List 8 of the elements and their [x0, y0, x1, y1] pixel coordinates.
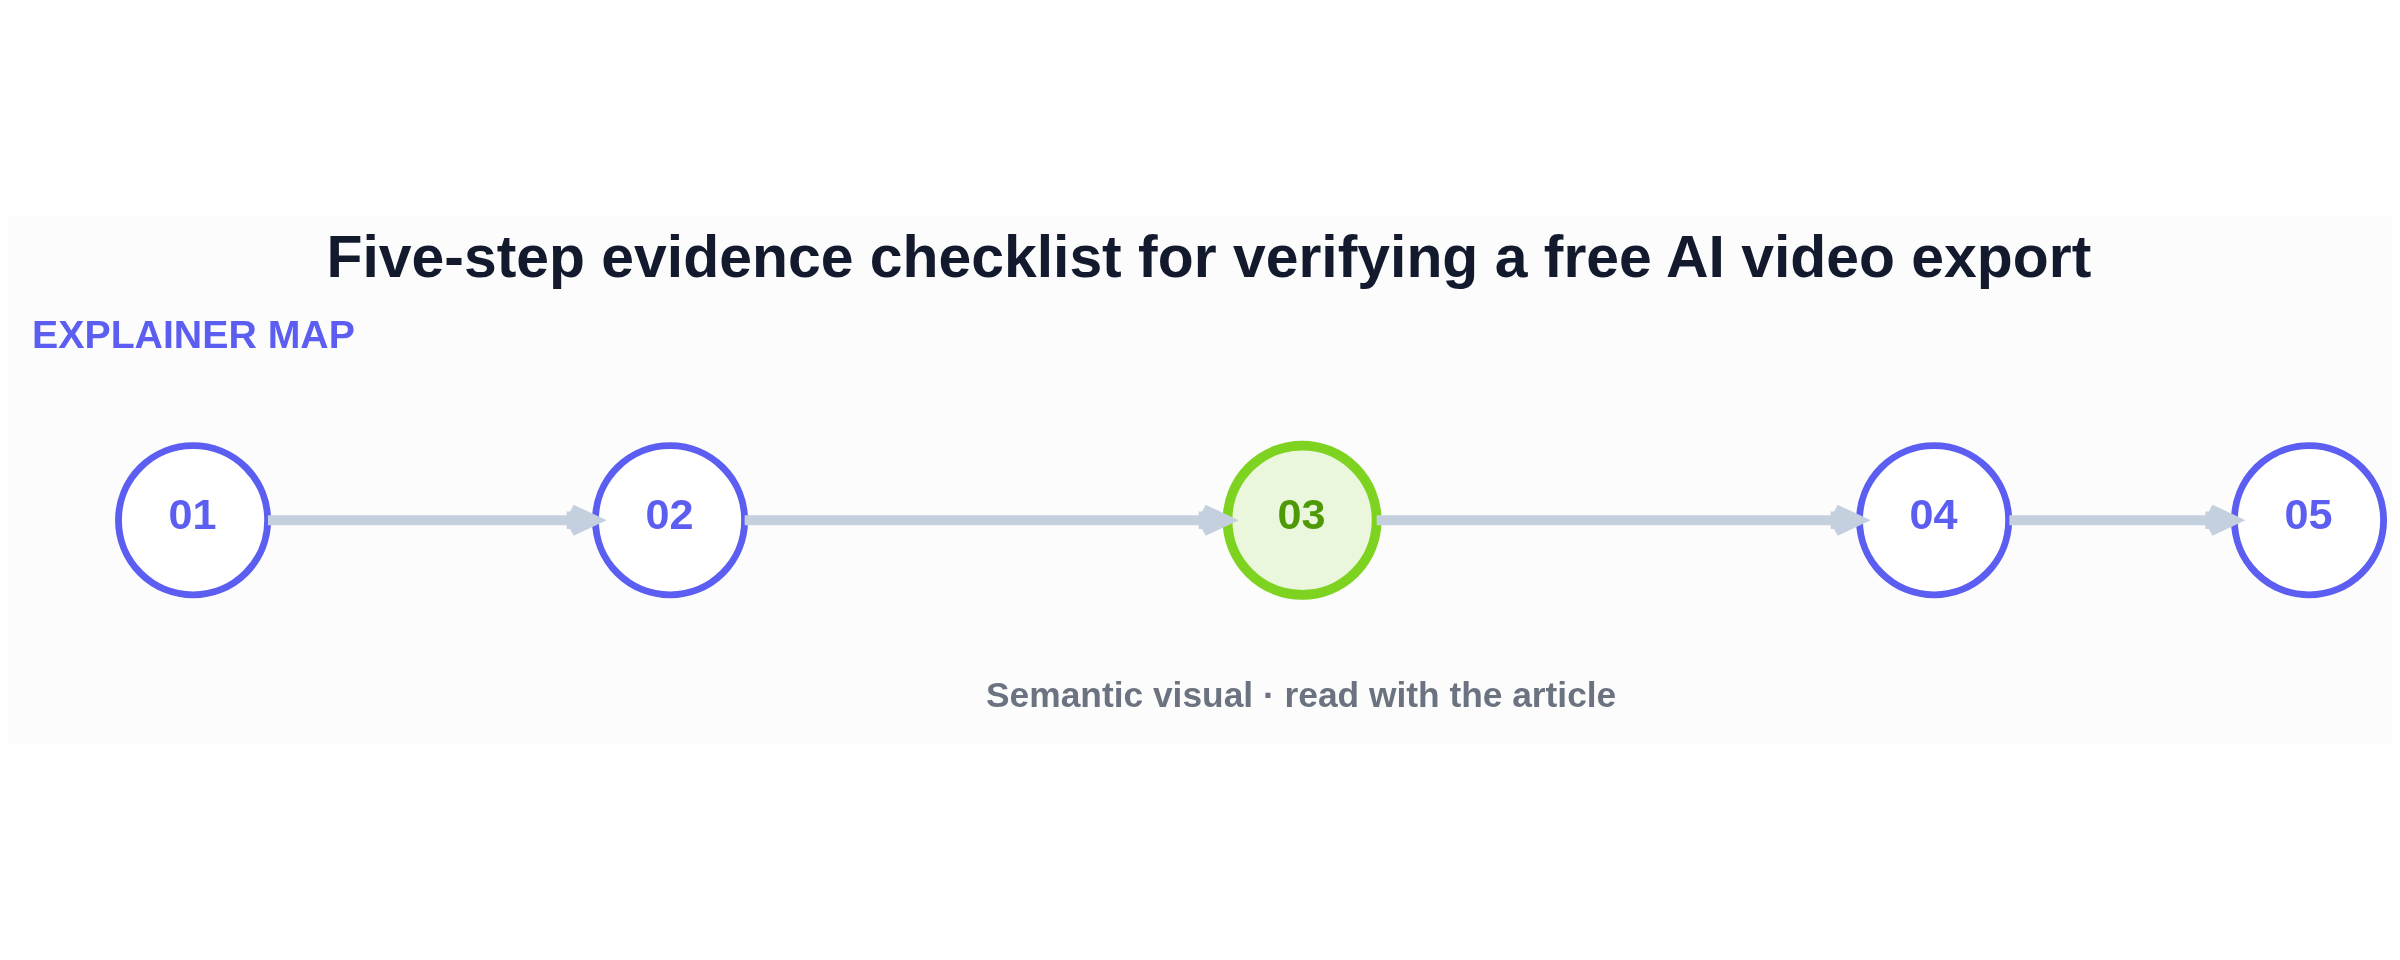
node-circle: 01 — [115, 442, 272, 599]
caption: Semantic visual · read with the article — [986, 675, 1617, 715]
diagram-title: Five-step evidence checklist for verifying a free AI video export — [326, 223, 2092, 289]
node-circle: 05 — [2230, 442, 2387, 599]
label: EXPLAINER MAP — [32, 311, 355, 356]
node-circle: 03 — [1222, 440, 1382, 600]
node-circle: 02 — [592, 442, 749, 599]
node-circle: 04 — [1856, 442, 2013, 599]
